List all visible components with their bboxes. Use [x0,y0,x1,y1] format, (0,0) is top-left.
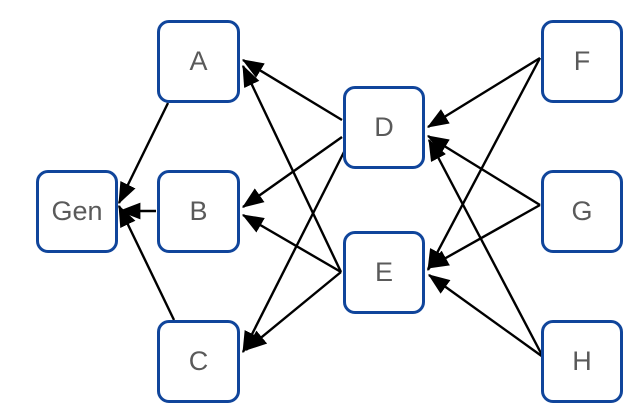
node-f[interactable]: F [541,20,623,103]
node-e[interactable]: E [343,231,425,314]
edge-e-to-b [241,213,342,274]
edge-d-to-a [241,58,343,122]
node-label-a: A [189,46,208,76]
edges-group [117,56,545,358]
node-label-gen: Gen [51,196,103,226]
node-label-e: E [374,257,393,287]
edge-h-to-d [427,138,545,358]
edge-h-to-e [428,274,544,358]
edge-e-to-c [245,271,342,351]
edge-d-to-c [241,149,347,354]
node-label-b: B [189,196,208,226]
edge-c-to-gen [117,204,176,321]
edge-e-to-a [241,64,343,273]
node-gen[interactable]: Gen [36,170,118,253]
edge-a-to-gen [117,102,170,205]
node-a[interactable]: A [157,20,240,103]
node-label-d: D [374,112,394,142]
node-label-f: F [573,46,591,76]
node-b[interactable]: B [157,170,240,253]
node-label-h: H [572,346,592,376]
edge-f-to-d [426,56,541,129]
node-label-c: C [188,346,209,376]
edge-g-to-d [426,134,541,207]
node-c[interactable]: C [157,320,240,403]
node-h[interactable]: H [541,320,623,403]
node-g[interactable]: G [541,170,623,253]
edge-f-to-e [426,57,542,272]
node-label-g: G [571,196,593,226]
node-d[interactable]: D [343,86,425,169]
edge-g-to-e [426,203,541,270]
